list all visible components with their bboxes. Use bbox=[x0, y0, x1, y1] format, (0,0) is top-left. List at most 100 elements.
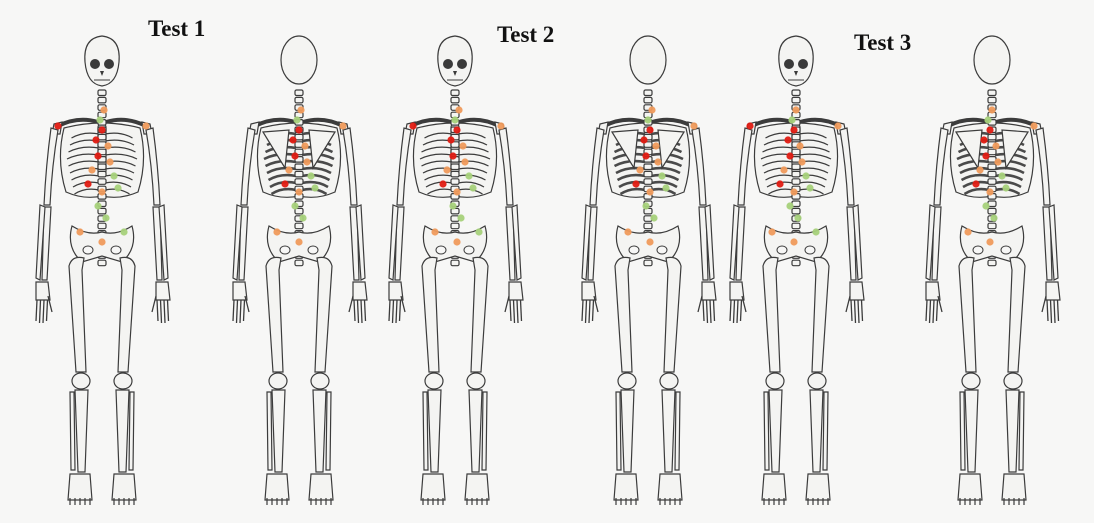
finger-bone bbox=[1054, 300, 1055, 323]
thumb-bone bbox=[349, 296, 353, 312]
marker-dot bbox=[449, 152, 456, 159]
skeleton-back-test3 bbox=[926, 36, 1060, 505]
marker-dot bbox=[431, 228, 438, 235]
marker-dot bbox=[982, 152, 989, 159]
vertebra bbox=[988, 171, 996, 177]
finger-bone bbox=[1058, 300, 1059, 321]
foot-bone bbox=[465, 474, 489, 500]
marker-dot bbox=[786, 152, 793, 159]
marker-dot bbox=[790, 126, 797, 133]
tibia-bone bbox=[116, 390, 129, 472]
marker-dot bbox=[640, 136, 647, 143]
vertebra bbox=[988, 97, 996, 103]
fibula-bone bbox=[764, 392, 769, 470]
humerus-bone bbox=[840, 128, 854, 205]
finger-bone bbox=[858, 300, 859, 323]
marker-dot bbox=[449, 202, 456, 209]
eye-socket bbox=[90, 59, 100, 69]
marker-dot bbox=[964, 228, 971, 235]
vertebra bbox=[451, 260, 459, 266]
eye-socket bbox=[443, 59, 453, 69]
vertebra bbox=[644, 171, 652, 177]
marker-dot bbox=[992, 142, 999, 149]
marker-dot bbox=[457, 214, 464, 221]
vertebra bbox=[451, 179, 459, 185]
obturator-foramen bbox=[83, 246, 93, 254]
marker-dot bbox=[812, 228, 819, 235]
marker-dot bbox=[273, 228, 280, 235]
marker-dot bbox=[784, 136, 791, 143]
humerus-bone bbox=[397, 128, 411, 205]
foot-bone bbox=[762, 474, 786, 500]
marker-dot bbox=[120, 228, 127, 235]
vertebra bbox=[644, 164, 652, 170]
marker-dot bbox=[465, 172, 472, 179]
marker-dot bbox=[289, 136, 296, 143]
marker-dot bbox=[746, 122, 753, 129]
foot-bone bbox=[112, 474, 136, 500]
marker-dot bbox=[497, 122, 504, 129]
skeleton-front-test2 bbox=[389, 36, 523, 505]
femur-bone bbox=[615, 257, 632, 372]
patella-bone bbox=[269, 373, 287, 389]
marker-dot bbox=[790, 188, 797, 195]
marker-dot bbox=[646, 126, 653, 133]
marker-dot bbox=[636, 166, 643, 173]
eye-socket bbox=[798, 59, 808, 69]
marker-dot bbox=[646, 188, 653, 195]
foot-bone bbox=[958, 474, 982, 500]
skull bbox=[281, 36, 317, 84]
marker-dot bbox=[311, 184, 318, 191]
vertebra bbox=[98, 179, 106, 185]
patella-bone bbox=[766, 373, 784, 389]
marker-dot bbox=[295, 188, 302, 195]
humerus-bone bbox=[590, 128, 604, 205]
vertebra bbox=[792, 260, 800, 266]
eye-socket bbox=[784, 59, 794, 69]
fibula-bone bbox=[326, 392, 331, 470]
vertebra bbox=[644, 90, 652, 96]
tibia-bone bbox=[769, 390, 782, 472]
humerus-bone bbox=[738, 128, 752, 205]
marker-dot bbox=[295, 126, 302, 133]
femur-bone bbox=[812, 257, 829, 372]
fibula-bone bbox=[960, 392, 965, 470]
marker-dot bbox=[142, 122, 149, 129]
marker-dot bbox=[790, 238, 797, 245]
marker-dot bbox=[624, 228, 631, 235]
foot-bone bbox=[1002, 474, 1026, 500]
tibia-bone bbox=[1006, 390, 1019, 472]
marker-dot bbox=[788, 116, 795, 123]
fibula-bone bbox=[70, 392, 75, 470]
fibula-bone bbox=[823, 392, 828, 470]
marker-dot bbox=[786, 202, 793, 209]
tibia-bone bbox=[810, 390, 823, 472]
vertebra bbox=[792, 149, 800, 155]
vertebra bbox=[295, 179, 303, 185]
marker-dot bbox=[92, 136, 99, 143]
vertebra bbox=[792, 134, 800, 140]
finger-bone bbox=[521, 300, 522, 321]
obturator-foramen bbox=[280, 246, 290, 254]
marker-dot bbox=[792, 106, 799, 113]
finger-bone bbox=[36, 300, 37, 321]
marker-dot bbox=[662, 184, 669, 191]
marker-dot bbox=[646, 238, 653, 245]
marker-dot bbox=[776, 180, 783, 187]
finger-bone bbox=[582, 300, 583, 321]
foot-bone bbox=[68, 474, 92, 500]
marker-dot bbox=[301, 142, 308, 149]
marker-dot bbox=[307, 172, 314, 179]
vertebra bbox=[988, 179, 996, 185]
skeleton-back-test2 bbox=[582, 36, 716, 505]
marker-dot bbox=[794, 214, 801, 221]
eye-socket bbox=[457, 59, 467, 69]
vertebra bbox=[988, 260, 996, 266]
marker-dot bbox=[780, 166, 787, 173]
skeleton-front-test1 bbox=[36, 36, 170, 505]
marker-dot bbox=[632, 180, 639, 187]
vertebra bbox=[295, 171, 303, 177]
vertebra bbox=[451, 164, 459, 170]
vertebra bbox=[98, 260, 106, 266]
vertebra bbox=[295, 223, 303, 229]
